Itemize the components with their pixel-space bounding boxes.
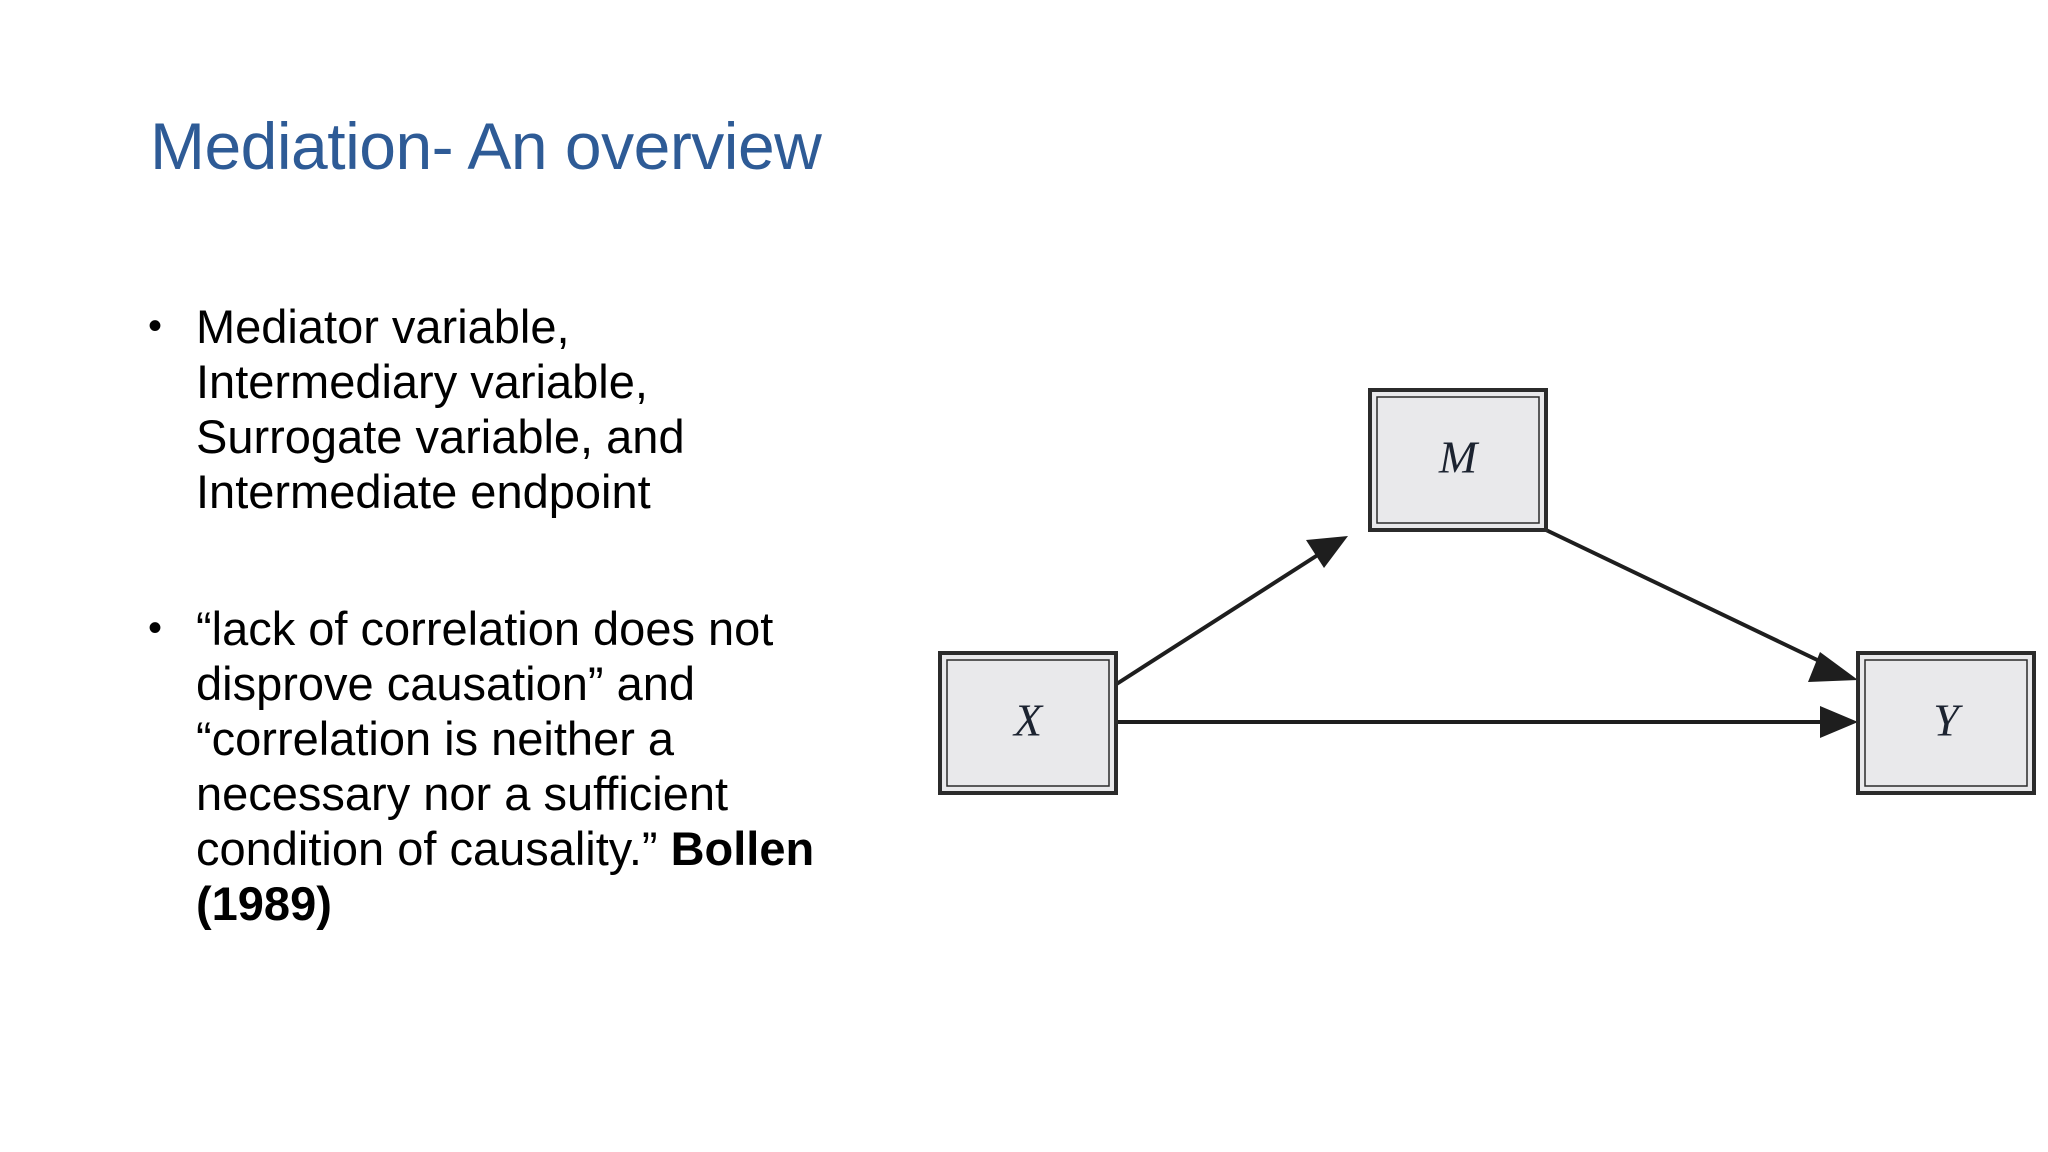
mediation-path-diagram: M X Y	[900, 330, 2048, 890]
arrowhead-x-to-y	[1820, 706, 1858, 738]
arrowhead-m-to-y	[1808, 652, 1858, 682]
edge-x-to-m	[1113, 536, 1348, 687]
node-box-y: Y	[1856, 651, 2036, 795]
list-item: • “lack of correlation does not disprove…	[148, 602, 848, 932]
arrowhead-x-to-m	[1306, 536, 1348, 568]
list-item: • Mediator variable, Intermediary variab…	[148, 300, 848, 520]
node-box-m: M	[1368, 388, 1548, 532]
node-label-y: Y	[1933, 695, 1963, 746]
node-label-x: X	[1012, 695, 1044, 746]
edge-m-to-y	[1545, 528, 1858, 682]
node-label-m: M	[1438, 432, 1480, 483]
page-title: Mediation- An overview	[150, 109, 822, 183]
node-box-x: X	[938, 651, 1118, 795]
bullet-text-quotation: “lack of correlation does not disprove c…	[196, 601, 815, 930]
edge-x-to-y	[1115, 706, 1858, 738]
bullet-text-definitions: Mediator variable, Intermediary variable…	[196, 300, 685, 518]
body-content-column: • Mediator variable, Intermediary variab…	[148, 300, 848, 932]
bullet-marker-icon: •	[148, 304, 163, 348]
bullet-marker-icon: •	[148, 605, 163, 650]
